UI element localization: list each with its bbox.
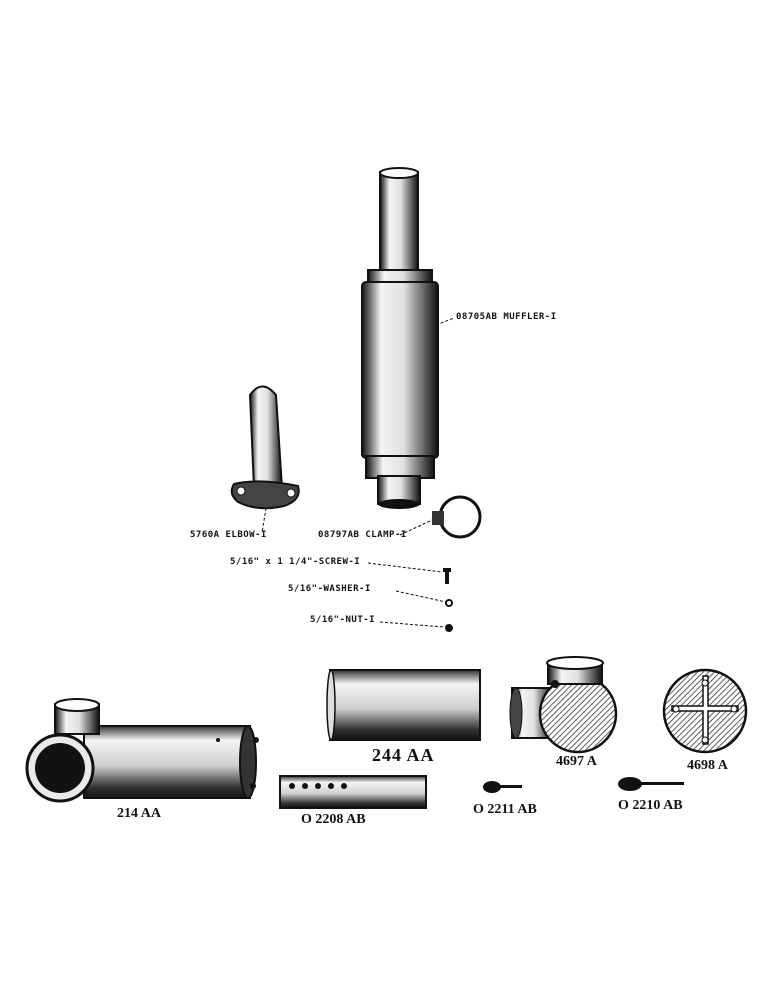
- part-o-2211-ab: [483, 781, 522, 793]
- callout-elbow: 5760A ELBOW-I: [190, 530, 267, 540]
- callout-muffler: 08705AB MUFFLER-I: [456, 312, 557, 322]
- elbow: [230, 385, 300, 510]
- part-214-aa: [25, 698, 259, 803]
- hardware: [443, 568, 453, 632]
- part-244-aa: [326, 669, 481, 741]
- callout-clamp: 08797AB CLAMP-I: [318, 530, 407, 540]
- muffler: [361, 167, 439, 509]
- clamp: [432, 495, 482, 539]
- label-o-2210-ab: O 2210 AB: [618, 798, 683, 813]
- label-214-aa: 214 AA: [117, 806, 161, 821]
- label-4698-a: 4698 A: [687, 758, 728, 773]
- part-4697-a: [509, 656, 618, 754]
- callout-screw: 5/16" x 1 1/4"-SCREW-I: [230, 557, 361, 567]
- callout-nut: 5/16"-NUT-I: [310, 615, 376, 625]
- leader-lines: [261, 317, 455, 628]
- label-o-2211-ab: O 2211 AB: [473, 802, 537, 817]
- part-o-2208-ab: [279, 775, 427, 809]
- label-244-aa: 244 AA: [372, 745, 435, 765]
- callout-washer: 5/16"-WASHER-I: [288, 584, 371, 594]
- label-o-2208-ab: O 2208 AB: [301, 812, 366, 827]
- part-4698-a: [662, 668, 748, 754]
- label-4697-a: 4697 A: [556, 754, 597, 769]
- part-o-2210-ab: [618, 777, 684, 791]
